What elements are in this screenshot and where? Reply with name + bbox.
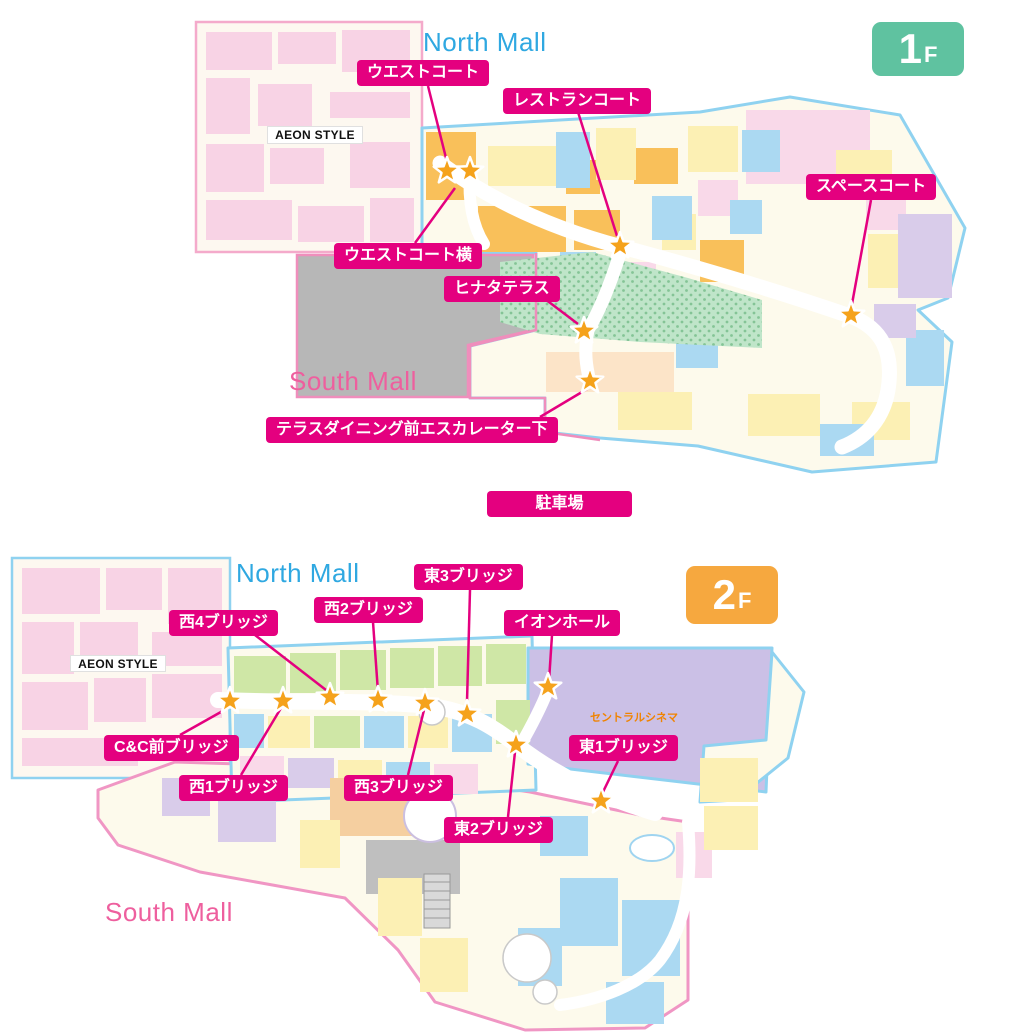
leader-lines xyxy=(179,85,873,818)
spot-label-hinata-terrace: ヒナタテラス xyxy=(444,276,560,302)
spot-label-west-court: ウエストコート xyxy=(357,60,490,86)
floor1-aeon-style-sign: AEON STYLE xyxy=(267,126,363,144)
parking-label: 駐車場 xyxy=(487,491,632,517)
spot-label-west4-bridge: 西4ブリッジ xyxy=(169,610,278,636)
spot-label-space-court: スペースコート xyxy=(806,174,937,200)
spot-label-restaurant-court: レストランコート xyxy=(503,88,652,114)
spot-label-terrace-dining: テラスダイニング前エスカレーター下 xyxy=(266,417,558,443)
spot-label-west3-bridge: 西3ブリッジ xyxy=(344,775,453,801)
central-cinema-sign: セントラルシネマ xyxy=(590,712,678,724)
spot-label-west1-bridge: 西1ブリッジ xyxy=(179,775,288,801)
floor1-south-mall-label: South Mall xyxy=(289,366,417,396)
spot-label-west2-bridge: 西2ブリッジ xyxy=(314,597,423,623)
spot-label-east2-bridge: 東2ブリッジ xyxy=(444,817,553,843)
spot-label-cc-bridge: C&C前ブリッジ xyxy=(104,735,239,761)
floor1-north-mall-label: North Mall xyxy=(423,27,547,57)
floor2-south-mall-label: South Mall xyxy=(105,897,233,927)
spot-label-east1-bridge: 東1ブリッジ xyxy=(569,735,678,761)
floor2-aeon-style-sign: AEON STYLE xyxy=(70,655,166,672)
spot-label-east3-bridge: 東3ブリッジ xyxy=(414,564,523,590)
floor1-aeon-store-blocks xyxy=(206,30,414,242)
floor2-north-mall-label: North Mall xyxy=(236,558,360,588)
spot-label-aeon-hall: イオンホール xyxy=(504,610,621,636)
spot-label-west-court-side: ウエストコート横 xyxy=(334,243,483,269)
